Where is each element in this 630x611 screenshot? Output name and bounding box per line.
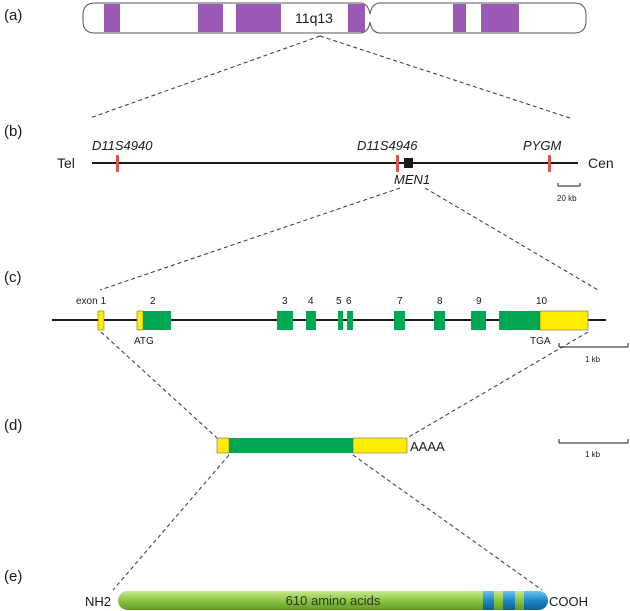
exon-2 — [143, 311, 171, 330]
zoom-line — [100, 331, 218, 439]
cen-label: Cen — [588, 155, 614, 171]
mrna-coding — [229, 438, 353, 453]
zoom-line — [99, 187, 401, 291]
zoom-line — [406, 331, 589, 439]
chromosome-band — [104, 4, 120, 32]
exon-label-5: 5 — [336, 296, 342, 307]
chromosome-band — [198, 4, 223, 32]
zoom-line — [319, 35, 571, 119]
scale-label: 20 kb — [557, 194, 577, 203]
panel-label-c: (c) — [4, 269, 22, 286]
exon-10-utr — [539, 310, 589, 331]
marker-pygm — [548, 155, 551, 172]
exon-label-9: 9 — [476, 296, 482, 307]
exon-label-6: 6 — [346, 296, 352, 307]
panel-label-d: (d) — [4, 417, 22, 434]
c-terminus-label: COOH — [549, 594, 588, 609]
marker-d11s4940 — [116, 155, 119, 172]
exon-label-7: 7 — [397, 296, 403, 307]
exon-2-utr — [136, 310, 144, 331]
polya-label: AAAA — [410, 439, 445, 454]
panel-label-a: (a) — [4, 7, 22, 24]
zoom-line — [112, 454, 230, 591]
men1-gene-box — [404, 158, 413, 168]
nls-domain — [483, 591, 494, 610]
marker-label-pygm: PYGM — [523, 138, 561, 153]
physical-map: Tel Cen D11S4940 D11S4946 PYGM MEN1 20 k… — [57, 138, 614, 203]
exon-8 — [434, 311, 445, 330]
mrna-5-utr — [216, 437, 230, 454]
marker-label-d11s4946: D11S4946 — [357, 138, 418, 153]
gene-structure: exon 1 2 3 4 5 6 7 8 9 10 ATG TGA 1 kb — [52, 296, 629, 364]
exon-label-2: 2 — [150, 296, 156, 307]
exon-10 — [499, 311, 540, 330]
zoom-line — [352, 454, 543, 591]
exon-label-10: 10 — [536, 296, 548, 307]
protein-length-label: 610 amino acids — [286, 593, 381, 608]
exon-label-8: 8 — [437, 296, 443, 307]
exon-label-1: exon 1 — [76, 296, 106, 307]
menin-protein: 610 amino acids NH2 COOH — [85, 591, 588, 610]
stop-codon-label: TGA — [530, 336, 551, 347]
marker-d11s4946 — [396, 155, 399, 172]
start-codon-label: ATG — [134, 336, 154, 347]
tel-label: Tel — [57, 155, 75, 171]
zoom-line — [89, 35, 321, 119]
exon-7 — [394, 311, 405, 330]
panel-label-e: (e) — [4, 568, 22, 585]
exon-3 — [277, 311, 293, 330]
exon-9 — [471, 311, 486, 330]
mrna-3-utr — [352, 437, 408, 454]
band-label-bg — [283, 6, 345, 30]
scale-label: 1 kb — [585, 450, 601, 459]
protein-body — [118, 591, 548, 610]
chromosome-band — [481, 4, 519, 32]
chromosome-band — [348, 4, 365, 32]
marker-label-d11s4940: D11S4940 — [92, 138, 153, 153]
nls-domain — [503, 591, 515, 610]
band-label: 11q13 — [295, 10, 333, 26]
chromosome-band — [236, 4, 281, 32]
exon-5 — [338, 311, 343, 330]
scale-label: 1 kb — [585, 355, 601, 364]
exon-label-4: 4 — [308, 296, 314, 307]
nls-domain — [524, 591, 548, 610]
exon-4 — [306, 311, 316, 330]
exon-1 — [97, 310, 105, 331]
n-terminus-label: NH2 — [85, 594, 111, 609]
exon-6 — [347, 311, 353, 330]
exon-label-3: 3 — [282, 296, 288, 307]
zoom-line — [424, 187, 599, 291]
panel-label-b: (b) — [4, 123, 22, 140]
chromosome-11: 11q13 — [82, 2, 587, 34]
mrna: AAAA 1 kb — [216, 437, 629, 459]
men1-label: MEN1 — [394, 172, 430, 187]
chromosome-band — [453, 4, 466, 32]
